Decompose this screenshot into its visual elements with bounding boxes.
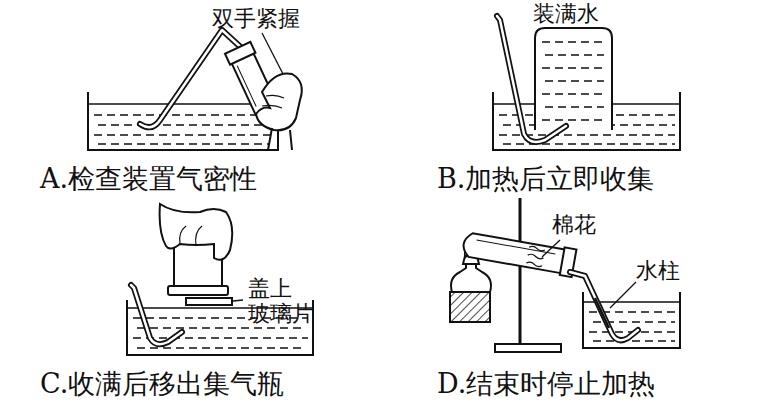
test-tube (461, 230, 576, 277)
alcohol-lamp (451, 262, 491, 292)
delivery-tube (570, 272, 638, 340)
wood-block (450, 292, 490, 322)
hand (160, 204, 233, 260)
panel-caption: D.结束时停止加热 (437, 368, 655, 399)
panel-caption: C.收满后移出集气瓶 (40, 368, 284, 399)
hand (256, 73, 302, 130)
leader-line (610, 282, 636, 308)
cotton-label: 棉花 (552, 212, 596, 237)
delivery-tube (497, 16, 566, 142)
leader-line (542, 240, 560, 257)
delivery-tube (140, 30, 246, 127)
water-column-label: 水柱 (636, 258, 680, 283)
hand-label: 双手紧握 (212, 6, 300, 31)
plate-label: 盖上 玻璃片 (248, 276, 316, 327)
leader-line (262, 33, 283, 74)
iron-stand (519, 198, 522, 344)
gas-jar (535, 28, 612, 130)
water-label: 装满水 (533, 1, 599, 26)
panel-caption: A.检查装置气密性 (40, 163, 257, 194)
panel-caption: B.加热后立即收集 (437, 163, 654, 194)
glass-plate (186, 298, 232, 305)
leader-line (233, 300, 243, 301)
